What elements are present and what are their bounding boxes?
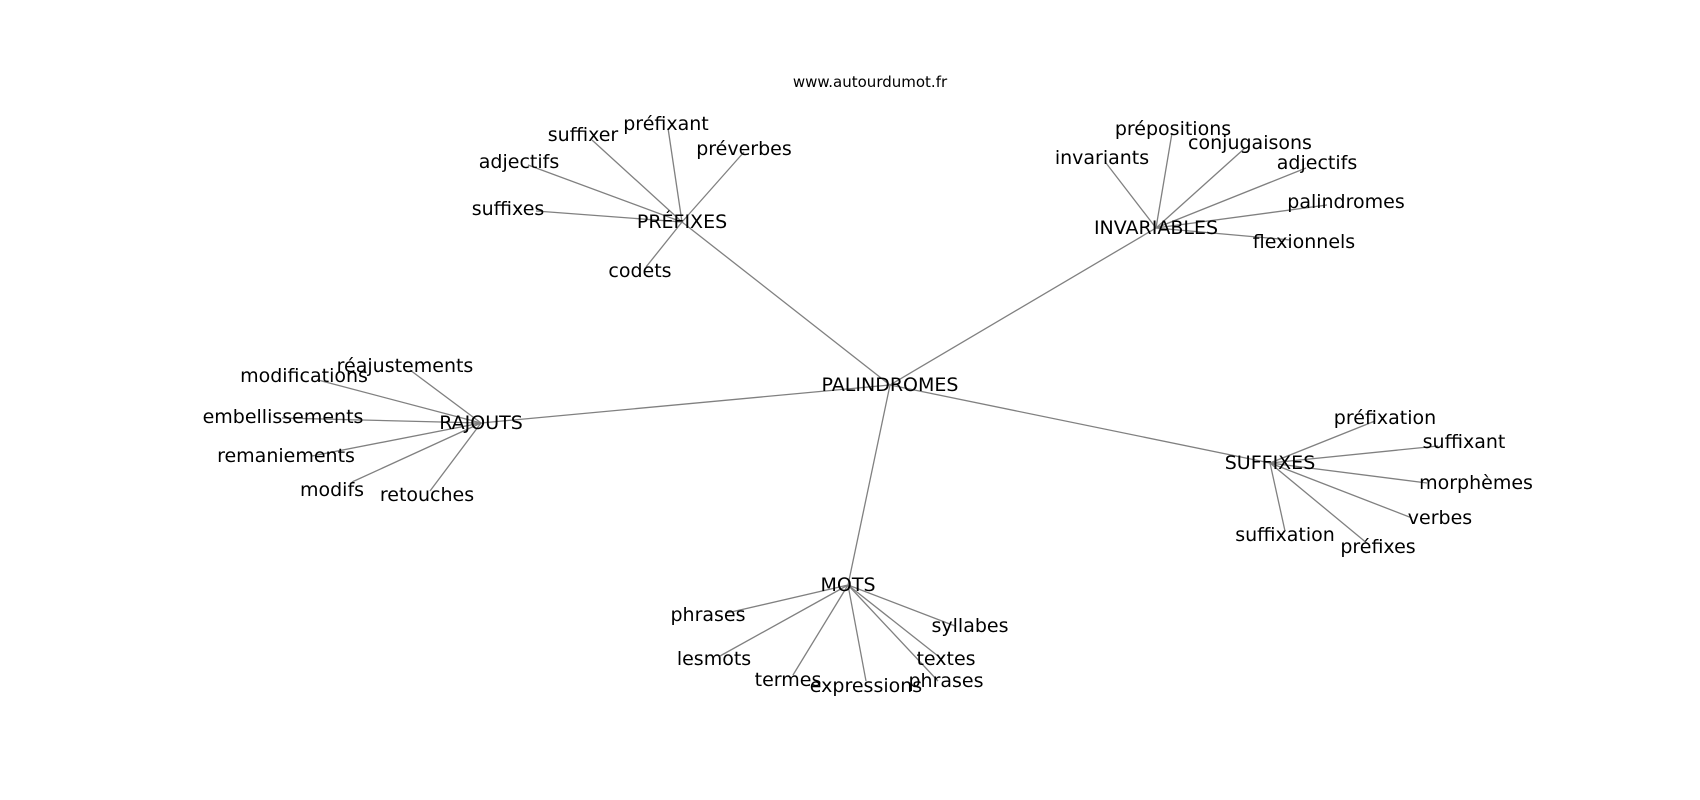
graph-edge <box>429 422 482 492</box>
leaf-node: préfixation <box>1333 407 1437 429</box>
leaf-node: suffixer <box>547 124 619 146</box>
graph-edge <box>527 164 683 223</box>
leaf-node: codets <box>608 260 672 282</box>
leaf-node: palindromes <box>1287 191 1405 213</box>
leaf-node: termes <box>754 669 822 691</box>
leaf-node: phrases <box>908 670 984 692</box>
leaf-node: invariants <box>1054 147 1150 169</box>
leaf-node: suffixation <box>1235 524 1335 546</box>
graph-edge <box>847 584 956 627</box>
graph-edge <box>1105 162 1157 229</box>
leaf-node: modifications <box>240 365 368 387</box>
graph-edge <box>1155 147 1246 229</box>
leaf-node: expressions <box>809 675 923 697</box>
graph-edge <box>281 417 482 424</box>
graph-edge <box>847 584 939 682</box>
leaf-node: morphèmes <box>1419 472 1533 494</box>
graph-edge <box>667 127 683 223</box>
graph-edge <box>681 221 891 386</box>
center-node: PALINDROMES <box>821 374 959 396</box>
leaf-node: conjugaisons <box>1188 132 1312 154</box>
graph-edge <box>1269 462 1369 545</box>
leaf-node: prépositions <box>1114 118 1232 140</box>
leaf-node: préfixant <box>623 113 709 135</box>
graph-edge <box>480 384 891 424</box>
graph-edge <box>681 151 745 223</box>
graph-edge <box>1269 462 1428 484</box>
hub-node: PRÉFIXES <box>636 211 728 233</box>
graph-edge <box>719 584 849 657</box>
graph-edge <box>1269 462 1413 519</box>
leaf-node: textes <box>916 648 976 670</box>
leaf-node: lesmots <box>676 648 752 670</box>
leaf-node: verbes <box>1407 507 1473 529</box>
leaf-node: syllabes <box>931 615 1009 637</box>
graph-edge <box>889 384 1271 464</box>
leaf-node: suffixant <box>1422 431 1506 453</box>
graph-edge <box>792 584 849 676</box>
leaf-node: retouches <box>379 484 475 506</box>
graph-edge <box>847 584 867 682</box>
leaf-node: modifs <box>299 479 365 501</box>
graph-edge <box>645 221 683 268</box>
hub-node: SUFFIXES <box>1224 452 1316 474</box>
graph-edge <box>1155 204 1328 229</box>
graph-edge <box>591 139 683 223</box>
graph-edge <box>1269 420 1376 464</box>
leaf-node: préverbes <box>696 138 792 160</box>
hub-node: MOTS <box>820 574 876 596</box>
graph-edge <box>889 227 1157 386</box>
leaf-node: remaniements <box>217 445 355 467</box>
graph-edge <box>1269 462 1286 532</box>
graph-edge <box>535 210 683 223</box>
leaf-node: flexionnels <box>1252 231 1356 253</box>
graph-edge <box>1155 227 1292 241</box>
graph-edge <box>317 379 482 424</box>
graph-edge <box>311 422 482 457</box>
leaf-node: préfixes <box>1340 536 1416 558</box>
graph-edge <box>726 584 849 614</box>
leaf-node: adjectifs <box>478 151 560 173</box>
graph-edge <box>351 422 482 483</box>
graph-edge <box>1155 132 1173 229</box>
graph-edge <box>1269 445 1439 464</box>
graph-edge <box>409 369 482 424</box>
graph-edge <box>847 584 939 657</box>
hub-node: RAJOUTS <box>439 412 523 434</box>
website-label: www.autourdumot.fr <box>792 73 948 91</box>
graph-edge <box>1155 167 1307 229</box>
leaf-node: embellissements <box>202 406 364 428</box>
graph-edge <box>847 384 891 586</box>
leaf-node: adjectifs <box>1276 152 1358 174</box>
hub-node: INVARIABLES <box>1093 217 1219 239</box>
leaf-node: réajustements <box>336 355 474 377</box>
leaf-node: phrases <box>670 604 746 626</box>
leaf-node: suffixes <box>471 198 545 220</box>
